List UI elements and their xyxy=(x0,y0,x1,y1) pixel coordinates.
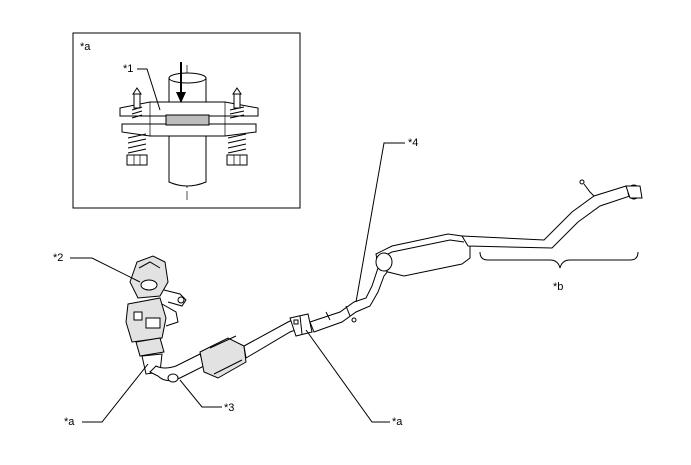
svg-text:*1: *1 xyxy=(123,63,133,75)
bracket-b: *b xyxy=(479,251,639,293)
callout-1: *1 xyxy=(123,63,161,111)
lower-pipe xyxy=(168,129,207,187)
svg-text:*2: *2 xyxy=(53,252,63,264)
inset-label-a: *a xyxy=(80,41,91,53)
flange-plates xyxy=(119,101,259,137)
exhaust-manifold xyxy=(125,255,187,375)
main-muffler-tailpipe xyxy=(375,179,643,277)
svg-text:*a: *a xyxy=(64,416,75,428)
callout-2: *2 xyxy=(53,252,141,283)
front-pipe-catalyst xyxy=(149,313,313,383)
callout-a-right: *a xyxy=(305,329,403,428)
svg-text:*3: *3 xyxy=(224,402,234,414)
svg-text:*4: *4 xyxy=(408,137,418,149)
svg-text:*a: *a xyxy=(392,416,403,428)
svg-text:*b: *b xyxy=(553,281,563,293)
right-bolt-spring xyxy=(226,87,248,166)
down-arrow-icon xyxy=(176,62,186,103)
callout-3: *3 xyxy=(179,379,234,414)
flange-detail-inset: *a xyxy=(72,32,301,209)
callout-a-left: *a xyxy=(64,363,149,428)
callout-4: *4 xyxy=(355,137,418,303)
left-bolt-spring xyxy=(126,87,148,166)
